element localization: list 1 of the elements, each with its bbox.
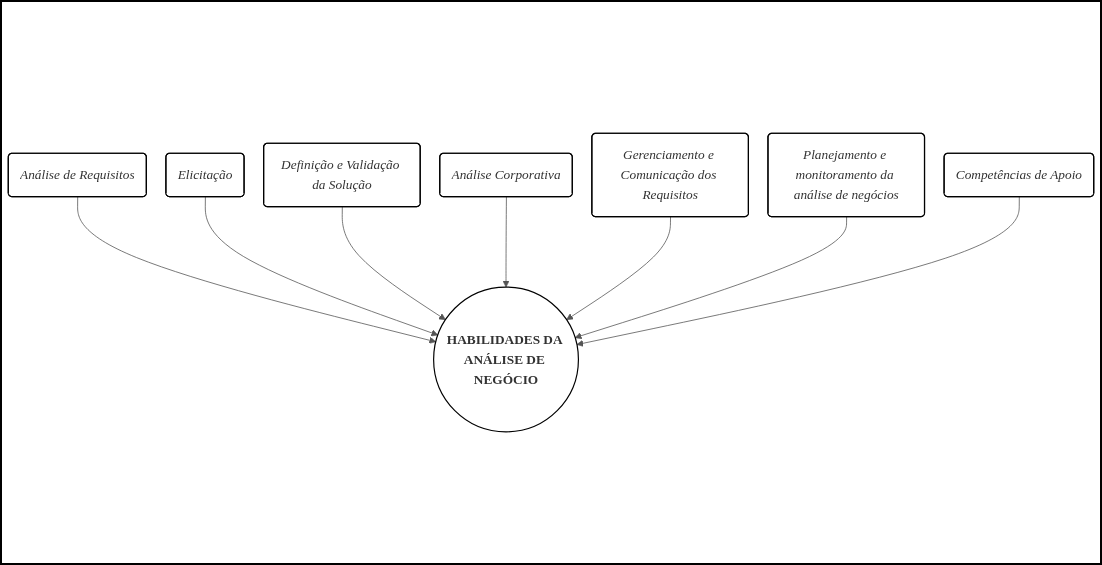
node-circle: HABILIDADES DA ANÁLISE DE NEGÓCIO	[433, 286, 579, 433]
